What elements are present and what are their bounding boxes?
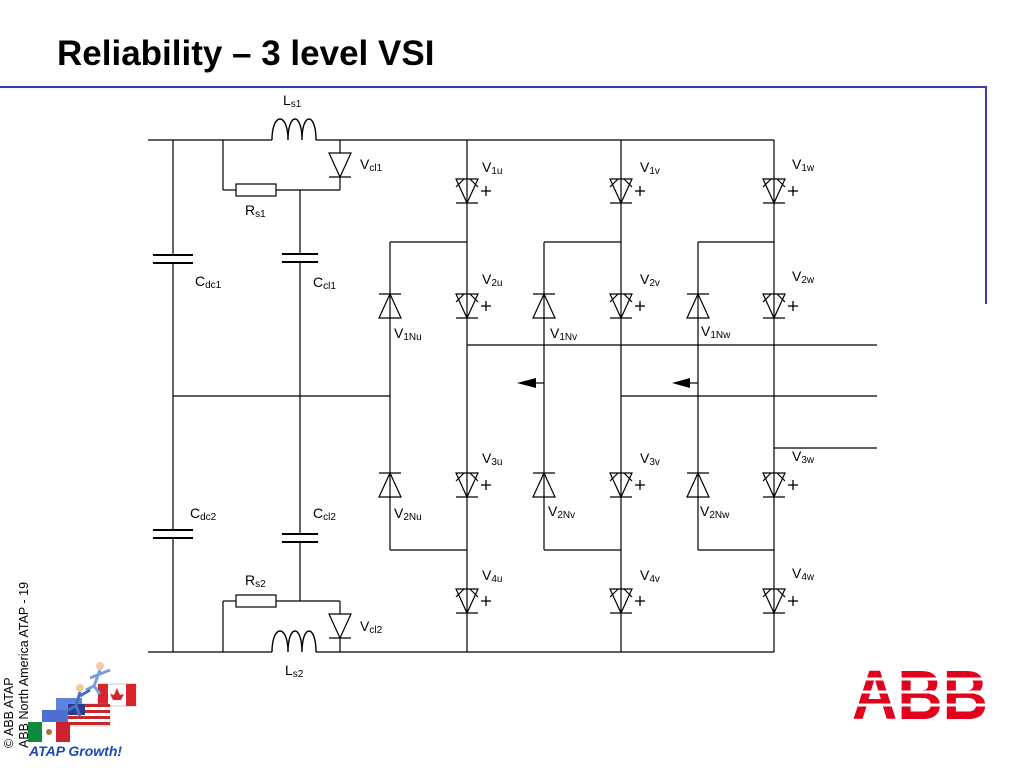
slide-title: Reliability – 3 level VSI bbox=[57, 34, 435, 73]
climbing-figures-icon bbox=[67, 662, 111, 717]
label-v1nv: V1Nv bbox=[550, 325, 577, 343]
diode-vcl1 bbox=[328, 152, 352, 178]
inductor-ls2 bbox=[271, 630, 317, 653]
label-v3w: V3w bbox=[792, 448, 815, 466]
label-v4u: V4u bbox=[482, 567, 502, 585]
label-v2w: V2w bbox=[792, 268, 815, 286]
label-v1v: V1v bbox=[640, 159, 660, 177]
label-v3v: V3v bbox=[640, 450, 660, 468]
capacitor-ccl2 bbox=[282, 533, 318, 543]
switch-v2u bbox=[455, 293, 492, 319]
label-rs1: Rs1 bbox=[245, 202, 266, 220]
label-v2nw: V2Nw bbox=[700, 503, 730, 521]
current-arrow-w bbox=[672, 378, 690, 388]
label-cdc1: Cdc1 bbox=[195, 273, 222, 291]
label-v2v: V2v bbox=[640, 271, 660, 289]
label-ccl2: Ccl2 bbox=[313, 505, 336, 523]
switch-v3v bbox=[609, 472, 646, 498]
current-arrow-v bbox=[517, 378, 536, 388]
label-v1w: V1w bbox=[792, 156, 815, 174]
label-v2u: V2u bbox=[482, 271, 502, 289]
canada-flag-icon bbox=[97, 683, 137, 707]
wires bbox=[148, 139, 877, 653]
switch-v4v bbox=[609, 588, 646, 614]
right-rule bbox=[985, 86, 987, 304]
label-vcl1: Vcl1 bbox=[360, 156, 383, 174]
label-v4v: V4v bbox=[640, 567, 660, 585]
abb-logo: ABB ABB bbox=[852, 665, 988, 721]
resistor-rs1 bbox=[235, 183, 277, 197]
label-ls2: Ls2 bbox=[285, 662, 304, 680]
label-v2nv: V2Nv bbox=[548, 503, 575, 521]
capacitor-cdc1 bbox=[153, 254, 193, 264]
atap-logo-art bbox=[28, 662, 137, 742]
copyright-text: © ABB ATAP bbox=[2, 677, 16, 748]
label-v1nu: V1Nu bbox=[394, 325, 422, 343]
switch-v3w bbox=[762, 472, 799, 498]
label-v1u: V1u bbox=[482, 159, 502, 177]
switch-v1w bbox=[762, 178, 799, 204]
inductor-ls1 bbox=[271, 118, 317, 141]
label-cdc2: Cdc2 bbox=[190, 505, 217, 523]
resistor-rs2 bbox=[235, 594, 277, 608]
switch-v4u bbox=[455, 588, 492, 614]
switch-v3u bbox=[455, 472, 492, 498]
label-rs2: Rs2 bbox=[245, 572, 266, 590]
label-ccl1: Ccl1 bbox=[313, 274, 336, 292]
label-ls1: Ls1 bbox=[283, 92, 302, 110]
atap-growth-tagline: ATAP Growth! bbox=[29, 743, 123, 759]
capacitor-ccl1 bbox=[282, 253, 318, 263]
switch-v2w bbox=[762, 293, 799, 319]
title-rule bbox=[0, 86, 987, 88]
capacitor-cdc2 bbox=[153, 529, 193, 539]
mexico-flag-icon bbox=[28, 722, 70, 742]
switch-v1u bbox=[455, 178, 492, 204]
switch-v4w bbox=[762, 588, 799, 614]
label-v3u: V3u bbox=[482, 450, 502, 468]
diode-vcl2 bbox=[328, 613, 352, 639]
label-v2nu: V2Nu bbox=[394, 505, 422, 523]
label-v1nw: V1Nw bbox=[701, 323, 731, 341]
label-v4w: V4w bbox=[792, 565, 815, 583]
switch-v1v bbox=[609, 178, 646, 204]
label-vcl2: Vcl2 bbox=[360, 618, 383, 636]
switch-v2v bbox=[609, 293, 646, 319]
